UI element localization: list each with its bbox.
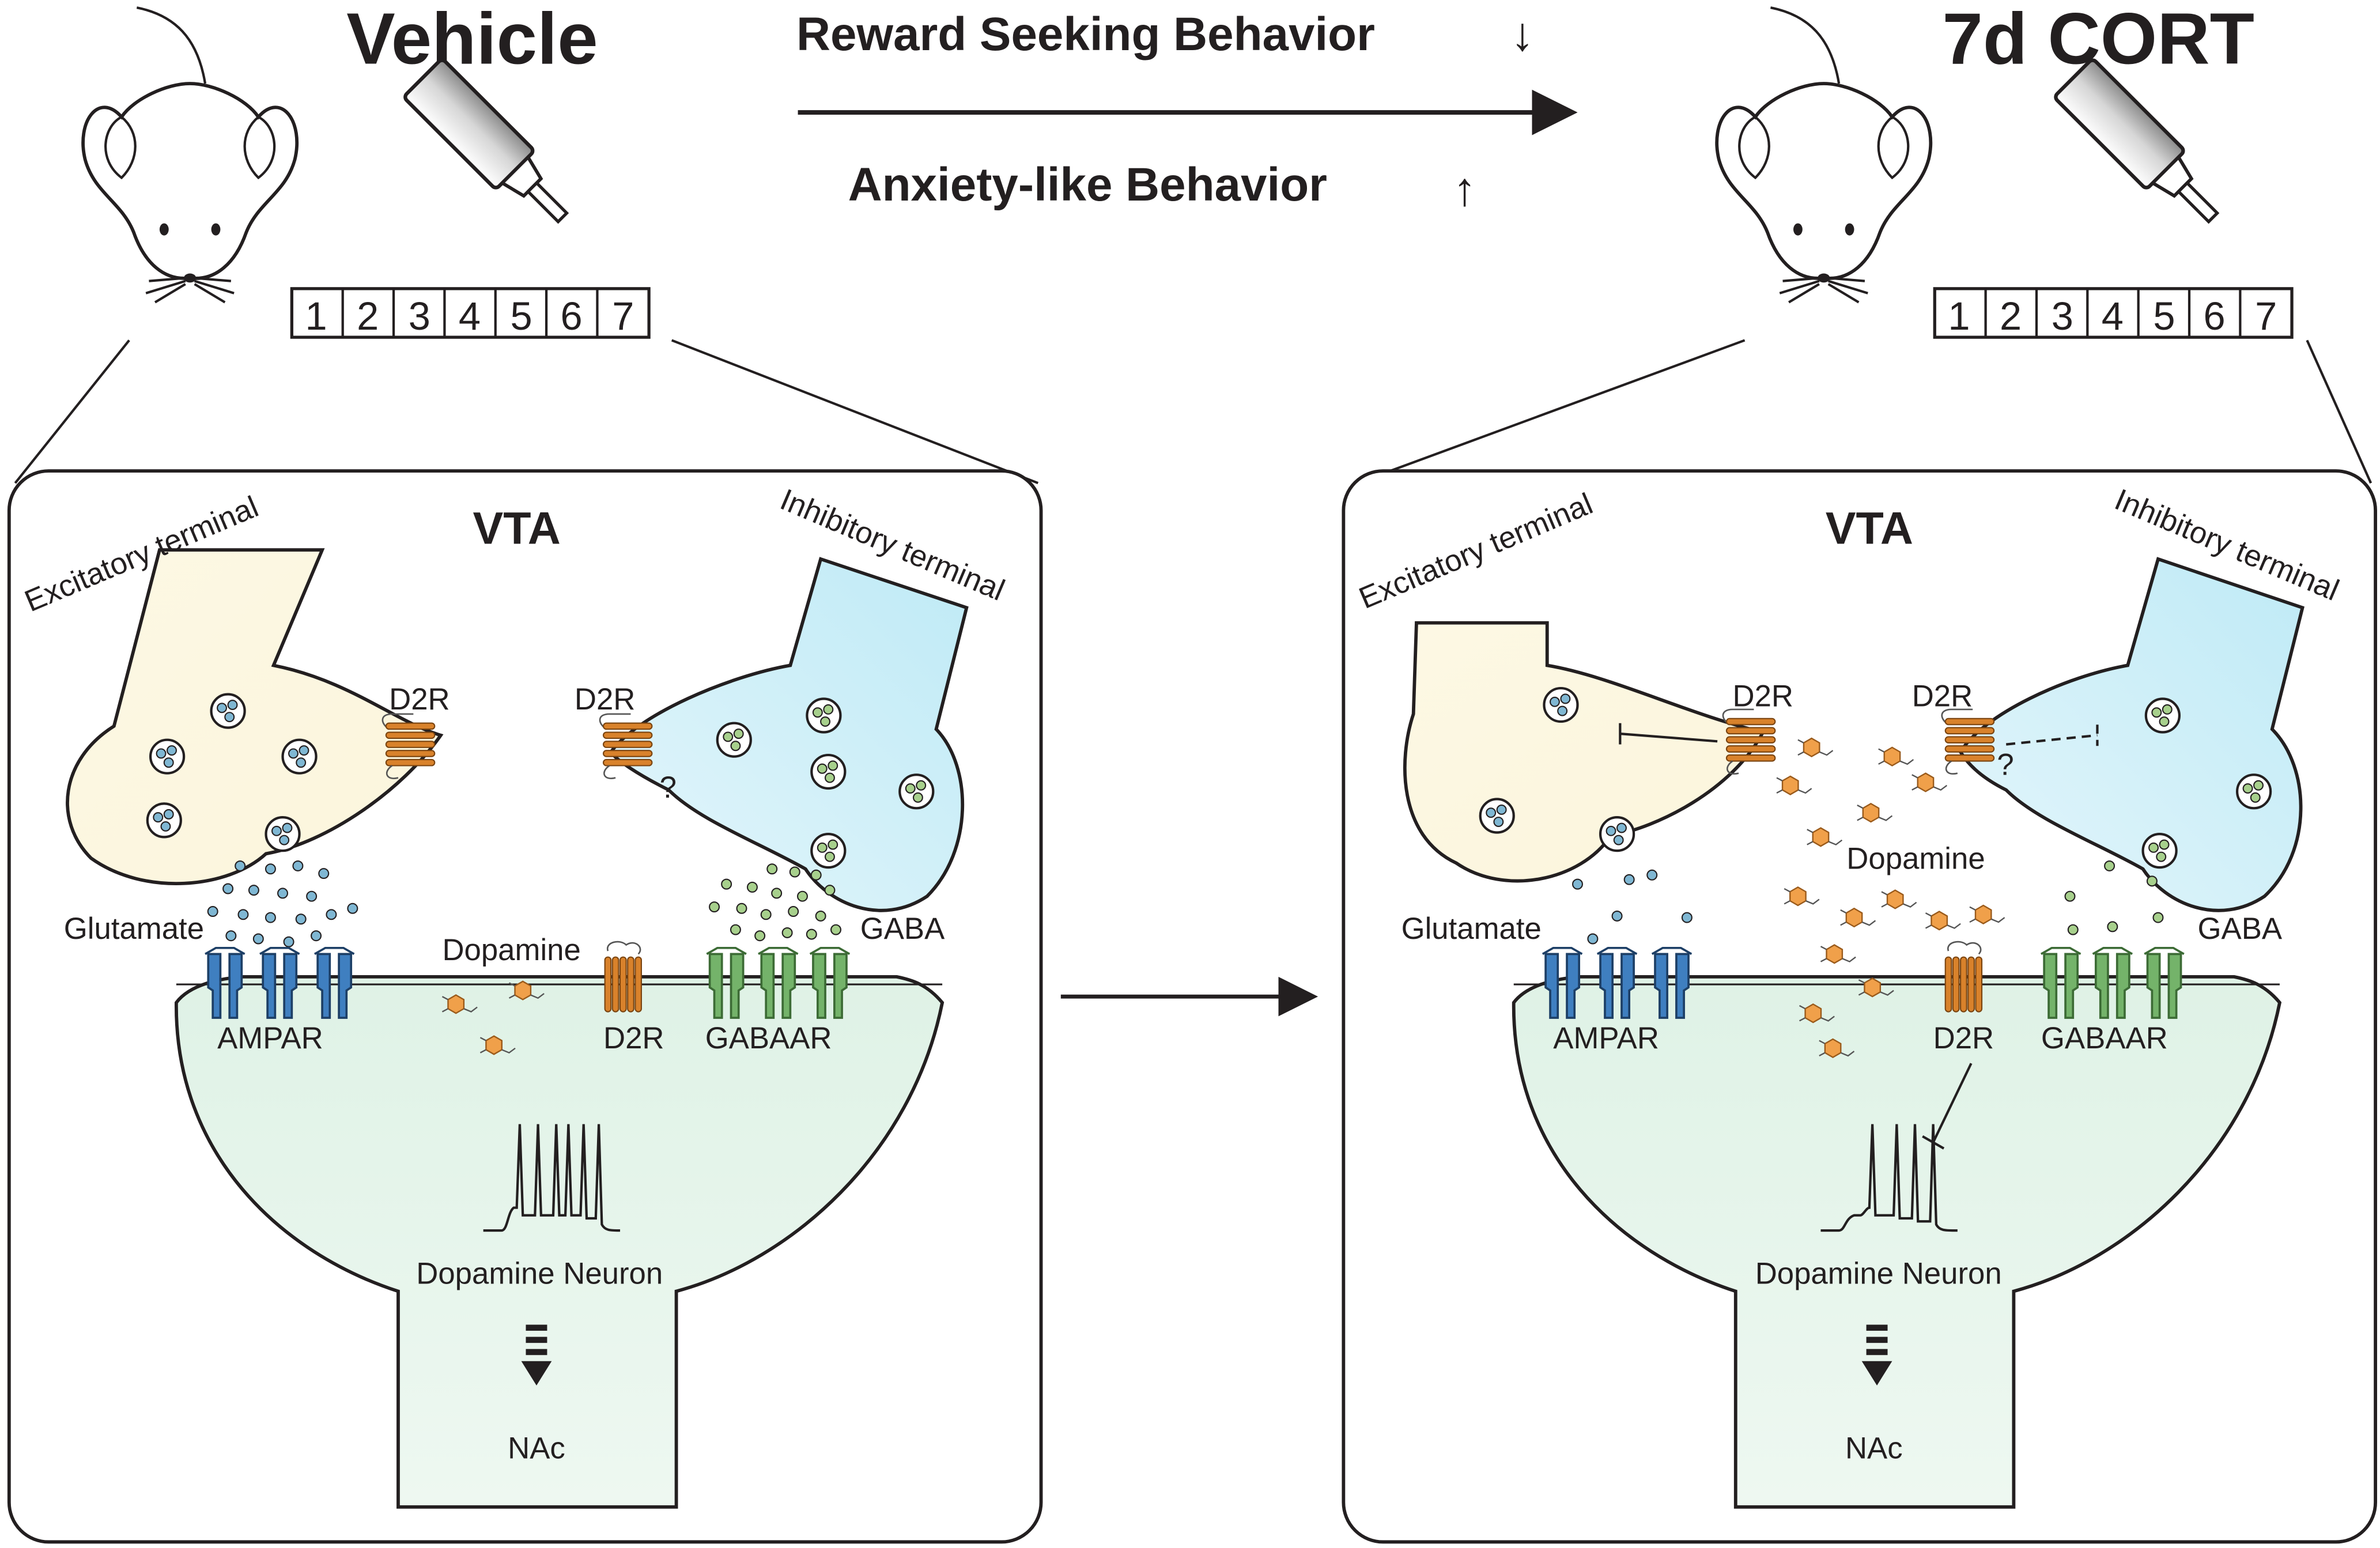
nac-label: NAc <box>1845 1431 1903 1465</box>
syringe-icon-right <box>2054 58 2232 236</box>
vesicle <box>811 834 845 867</box>
d2r-excitatory-label: D2R <box>1733 679 1793 713</box>
firing-trace <box>483 1124 621 1232</box>
dopamine-label: Dopamine <box>442 933 580 967</box>
excitatory-terminal <box>66 548 444 885</box>
day-6: 6 <box>561 294 583 338</box>
vesicle <box>283 740 316 773</box>
vesicle <box>2143 834 2177 867</box>
d2r-inhibitory-label: D2R <box>1912 679 1973 713</box>
gaba-label: GABA <box>2198 912 2283 946</box>
anxiety-up-arrow: ↑ <box>1453 163 1476 216</box>
firing-trace <box>1820 1124 1958 1232</box>
day-5: 5 <box>511 294 532 338</box>
vesicle <box>811 755 845 788</box>
vta-label: VTA <box>1826 503 1913 554</box>
day-3: 3 <box>409 294 430 338</box>
vesicle <box>211 694 245 728</box>
day-2: 2 <box>357 294 379 338</box>
ampar-label: AMPAR <box>217 1021 323 1055</box>
vesicle <box>266 817 300 851</box>
reward-down-arrow: ↓ <box>1510 8 1534 61</box>
vesicle <box>2146 699 2179 733</box>
d2r-post-label: D2R <box>603 1021 664 1055</box>
d2r-post-label: D2R <box>1933 1021 1994 1055</box>
inhibition-line <box>1619 723 1718 745</box>
vesicle <box>717 723 751 757</box>
gabaar-label: GABAAR <box>2041 1021 2168 1055</box>
dopamine-neuron-label: Dopamine Neuron <box>416 1256 663 1290</box>
vesicle <box>1480 799 1514 832</box>
day-5: 5 <box>2153 294 2175 338</box>
glutamate-label: Glutamate <box>64 912 204 946</box>
day-3: 3 <box>2052 294 2073 338</box>
vta-panel-vehicle: VTA Excitatory terminal D2R Inhibitory t… <box>7 469 1043 1544</box>
d2r-inhibitory-label: D2R <box>575 682 635 716</box>
dopamine-neuron-label: Dopamine Neuron <box>1755 1256 2002 1290</box>
syringe-icon-left <box>403 58 582 236</box>
vesicle <box>150 740 184 773</box>
vesicle <box>807 699 840 733</box>
vta-label: VTA <box>473 503 561 554</box>
gaba-label: GABA <box>860 912 945 946</box>
vta-panel-cort: VTA Excitatory terminal D2R Inhibitory t… <box>1342 469 2377 1544</box>
day-4: 4 <box>459 294 481 338</box>
day-4: 4 <box>2102 294 2124 338</box>
output-arrow <box>1861 1324 1892 1385</box>
ampar-label: AMPAR <box>1553 1021 1659 1055</box>
anxiety-like-label: Anxiety-like Behavior <box>848 158 1327 211</box>
day-boxes-left: 1 2 3 4 5 6 7 <box>290 287 651 339</box>
reward-seeking-label: Reward Seeking Behavior <box>796 8 1375 61</box>
day-boxes-right: 1 2 3 4 5 6 7 <box>1933 287 2294 339</box>
d2r-excitatory-label: D2R <box>389 682 449 716</box>
vesicle <box>900 775 933 808</box>
day-1: 1 <box>305 294 327 338</box>
question-mark: ? <box>660 771 677 805</box>
left-title: Vehicle <box>346 0 598 80</box>
nac-label: NAc <box>508 1431 565 1465</box>
vesicle <box>1600 817 1634 851</box>
day-7: 7 <box>612 294 634 338</box>
vesicle <box>148 803 181 837</box>
question-mark: ? <box>1997 747 2013 781</box>
day-2: 2 <box>2000 294 2022 338</box>
day-6: 6 <box>2203 294 2225 338</box>
day-7: 7 <box>2255 294 2277 338</box>
dopamine-label: Dopamine <box>1846 842 1985 876</box>
output-arrow <box>521 1324 552 1385</box>
vesicle <box>2237 775 2271 808</box>
gabaar-label: GABAAR <box>705 1021 832 1055</box>
glutamate-label: Glutamate <box>1401 912 1542 946</box>
vesicle <box>1544 688 1577 722</box>
day-1: 1 <box>1948 294 1970 338</box>
